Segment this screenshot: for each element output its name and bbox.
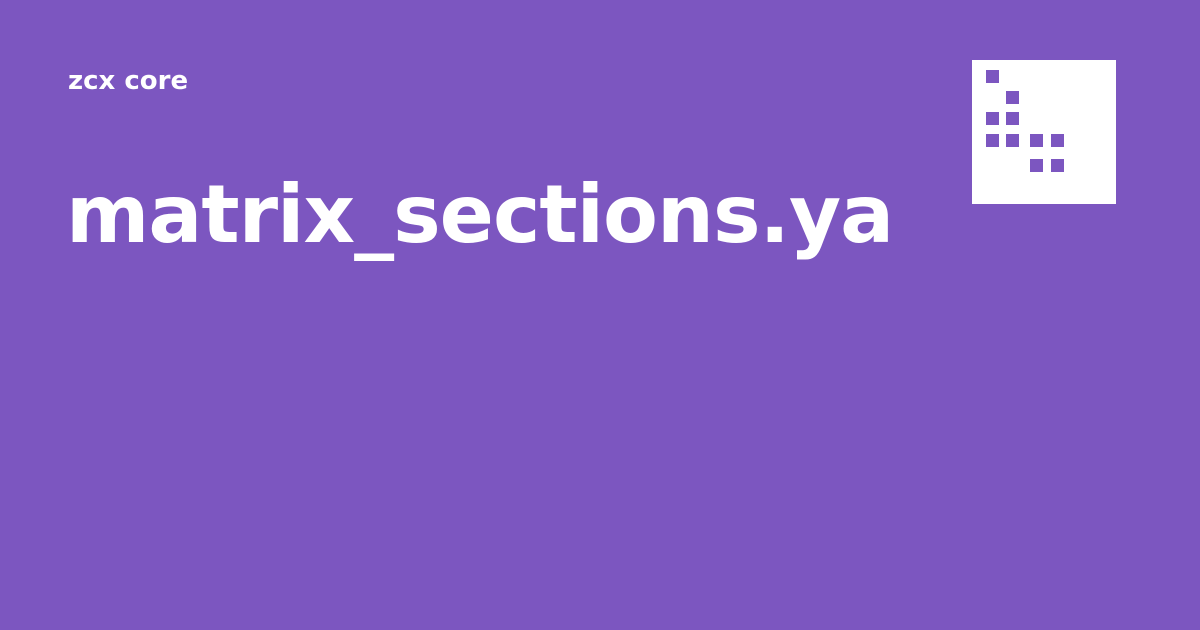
logo-pixel (1006, 112, 1019, 125)
logo-pixel (986, 112, 999, 125)
pixel-matrix-logo-icon (972, 60, 1116, 204)
logo-pixel (986, 70, 999, 83)
logo-pixel (1030, 134, 1043, 147)
logo-pixels (986, 70, 1064, 172)
page-title: matrix_sections.yaml (66, 168, 890, 261)
page-title-container: matrix_sections.yaml (66, 160, 890, 270)
logo-pixel (986, 134, 999, 147)
logo-pixel (1051, 134, 1064, 147)
logo-pixel (1006, 134, 1019, 147)
site-name: zcx core (68, 66, 189, 96)
logo-pixel (1030, 159, 1043, 172)
logo-pixel (1006, 91, 1019, 104)
logo-pixel (1051, 159, 1064, 172)
